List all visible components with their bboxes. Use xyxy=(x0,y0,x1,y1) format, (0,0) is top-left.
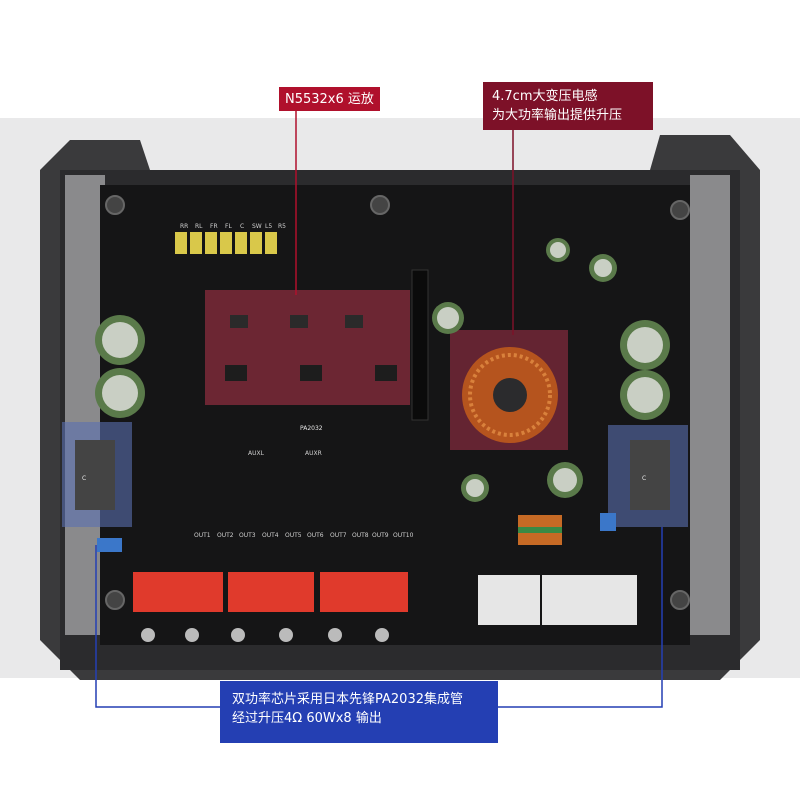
output-label-7: OUT7 xyxy=(330,532,347,539)
pin-header xyxy=(411,269,429,421)
chip-mark-right: C xyxy=(642,475,646,482)
output-label-2: OUT2 xyxy=(217,532,234,539)
power-chip-left xyxy=(75,440,115,510)
input-capacitors xyxy=(175,232,277,254)
output-label-9: OUT9 xyxy=(372,532,389,539)
power-chip-right xyxy=(630,440,670,510)
opamp-callout: N5532x6 运放 xyxy=(279,87,380,111)
inductor-callout: 4.7cm大变压电感 为大功率输出提供升压 xyxy=(483,82,653,130)
input-label-fr: FR xyxy=(210,223,218,230)
chip-markings: C PA2032 C xyxy=(82,425,646,482)
opamp-highlight xyxy=(205,290,410,405)
output-labels: OUT1 OUT2 OUT3 OUT4 OUT5 OUT6 OUT7 OUT8 … xyxy=(194,532,414,539)
aux-labels: AUXL AUXR xyxy=(248,450,322,457)
rca-jack-blocks xyxy=(133,572,408,612)
input-label-l5: L5 xyxy=(265,223,272,230)
inductor-callout-line2: 为大功率输出提供升压 xyxy=(492,108,623,123)
output-label-4: OUT4 xyxy=(262,532,279,539)
output-label-10: OUT10 xyxy=(393,532,414,539)
chip-leader-right xyxy=(498,527,663,708)
input-label-r5: R5 xyxy=(278,223,286,230)
electrolytic-capacitors xyxy=(95,238,670,502)
rca-sockets xyxy=(141,628,389,642)
chip-callout: 双功率芯片采用日本先锋PA2032集成管 经过升压4Ω 60Wx8 输出 xyxy=(220,681,498,743)
output-label-6: OUT6 xyxy=(307,532,324,539)
output-label-8: OUT8 xyxy=(352,532,369,539)
mounting-screws xyxy=(105,195,690,610)
chip-mark-center: PA2032 xyxy=(300,425,323,432)
input-label-sw: SW xyxy=(252,223,262,230)
right-heatsink-rail xyxy=(690,175,730,635)
power-connector-right xyxy=(542,575,637,625)
gain-trimmer xyxy=(97,538,122,552)
chip-callout-line1: 双功率芯片采用日本先锋PA2032集成管 xyxy=(232,692,463,707)
opamp-chips xyxy=(225,315,397,381)
inductor-callout-line1: 4.7cm大变压电感 xyxy=(492,89,598,104)
output-label-5: OUT5 xyxy=(285,532,302,539)
chip-mark-left: C xyxy=(82,475,86,482)
input-label-c: C xyxy=(240,223,244,230)
opamp-callout-text: N5532x6 运放 xyxy=(285,92,374,107)
chip-leader-left xyxy=(95,545,220,708)
output-label-3: OUT3 xyxy=(239,532,256,539)
chip-callout-line2: 经过升压4Ω 60Wx8 输出 xyxy=(232,711,382,726)
input-label-rl: RL xyxy=(195,223,203,230)
power-connector-left xyxy=(478,575,540,625)
input-labels: RR RL FR FL C SW L5 R5 xyxy=(180,223,286,230)
aux-label-right: AUXR xyxy=(305,450,322,457)
aux-label-left: AUXL xyxy=(248,450,265,457)
input-label-fl: FL xyxy=(225,223,232,230)
input-label-rr: RR xyxy=(180,223,188,230)
output-label-1: OUT1 xyxy=(194,532,211,539)
trimmer-right xyxy=(600,513,616,531)
